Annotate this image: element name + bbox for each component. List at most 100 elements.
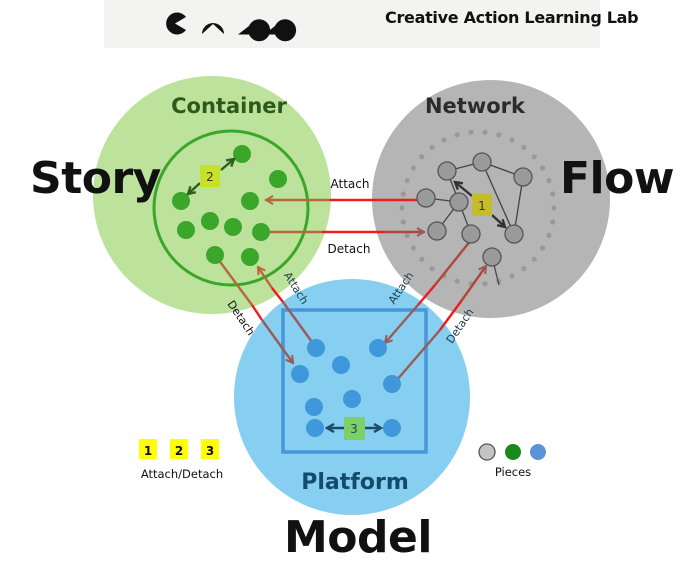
marker-2-label: 2 [206, 170, 214, 184]
logo-shape-1 [166, 12, 186, 35]
container-title: Container [171, 94, 287, 118]
ring-dot [468, 129, 474, 135]
ring-dot [399, 205, 405, 211]
green-piece [201, 212, 219, 230]
marker-2-box [200, 165, 220, 187]
legend-box-1 [139, 439, 157, 459]
container-ring [152, 129, 310, 287]
ring-dot [550, 219, 556, 225]
ring-dot [482, 281, 488, 287]
ring-dot [521, 266, 527, 272]
ring-dot [454, 132, 460, 138]
gray-piece [482, 247, 502, 267]
network-internal-arrow-a [455, 182, 473, 197]
platform-title: Platform [301, 470, 409, 495]
ring-dot [546, 232, 552, 239]
ring-dot [521, 144, 527, 150]
ring-dot [419, 256, 425, 262]
gray-piece [427, 221, 447, 241]
logo-shape-4 [264, 19, 297, 42]
domain-label-flow: Flow [560, 153, 675, 204]
container-internal-arrow-b [220, 159, 234, 171]
green-piece [224, 218, 242, 236]
container-pieces [172, 145, 287, 266]
gray-piece [513, 167, 533, 187]
ring-dot [404, 232, 410, 239]
arrow-platform-to-network-detach [395, 266, 486, 382]
legend-piece-gray [478, 443, 496, 461]
green-piece [233, 145, 251, 163]
call-logo [166, 12, 297, 42]
blue-piece [291, 365, 309, 383]
legend-num-1: 1 [144, 444, 152, 458]
green-piece [241, 192, 259, 210]
green-piece [172, 192, 190, 210]
green-piece [177, 221, 195, 239]
network-pieces [416, 152, 533, 267]
ring-dot [400, 191, 406, 197]
ring-dot [419, 154, 425, 160]
blue-piece [306, 419, 324, 437]
ring-dot [540, 165, 546, 171]
marker-3-label: 3 [350, 422, 358, 436]
legend-pieces-label: Pieces [495, 465, 531, 479]
ring-dot [496, 132, 502, 138]
legend-box-3 [201, 439, 219, 459]
arrow-network-to-platform-attach [385, 239, 472, 343]
ring-dot [546, 177, 552, 184]
logo-shape-3 [238, 19, 271, 42]
marker-3-box [344, 417, 365, 440]
blue-piece [369, 339, 387, 357]
ring-dot [531, 154, 537, 160]
ring-dot [531, 256, 537, 262]
logo-shape-2 [202, 23, 224, 34]
network-title: Network [425, 94, 526, 118]
ring-dot [429, 266, 435, 272]
green-piece [252, 223, 270, 241]
gray-piece [461, 224, 481, 244]
network-internal-arrow-b [491, 214, 505, 227]
ring-dot [429, 144, 435, 150]
gray-piece [504, 224, 524, 244]
ring-dot [454, 278, 460, 284]
arrow-container-to-platform-detach [214, 254, 293, 363]
ring-dot [551, 205, 557, 211]
blue-piece [383, 419, 401, 437]
ring-dot [509, 137, 515, 143]
legend-piece-green [505, 444, 521, 460]
ring-dot [509, 273, 515, 279]
green-piece [241, 248, 259, 266]
gray-piece [416, 188, 436, 208]
blue-piece [332, 356, 350, 374]
arrow-platform-to-container-attach [258, 267, 313, 343]
legend-box-2 [170, 439, 188, 459]
gray-piece [437, 161, 457, 181]
blue-piece [307, 339, 325, 357]
label-attach-top: Attach [331, 177, 370, 191]
ring-dot [404, 177, 410, 184]
ring-dot [410, 165, 416, 171]
network-dotted-ring [399, 129, 557, 287]
legend-num-3: 3 [206, 444, 214, 458]
ring-dot [482, 129, 488, 135]
platform-square [281, 308, 428, 454]
platform-pieces [291, 339, 401, 437]
legend-pieces: Pieces [478, 443, 546, 479]
blue-piece [383, 375, 401, 393]
legend-attach-detach-label: Attach/Detach [141, 467, 223, 481]
domain-label-story: Story [30, 153, 161, 204]
legend-attach-detach: 1 2 3 Attach/Detach [139, 439, 223, 481]
blue-piece [305, 398, 323, 416]
lab-title: Creative Action Learning Lab [385, 8, 639, 27]
blue-piece [343, 390, 361, 408]
label-detach-top: Detach [328, 242, 371, 256]
gray-piece [472, 152, 492, 172]
ring-dot [441, 137, 447, 143]
domain-label-model: Model [284, 512, 432, 563]
header-banner: Creative Action Learning Lab [104, 0, 639, 48]
legend-num-2: 2 [175, 444, 183, 458]
ring-dot [410, 245, 416, 251]
container-internal-arrow-a [188, 182, 201, 194]
container-circle [93, 76, 331, 314]
